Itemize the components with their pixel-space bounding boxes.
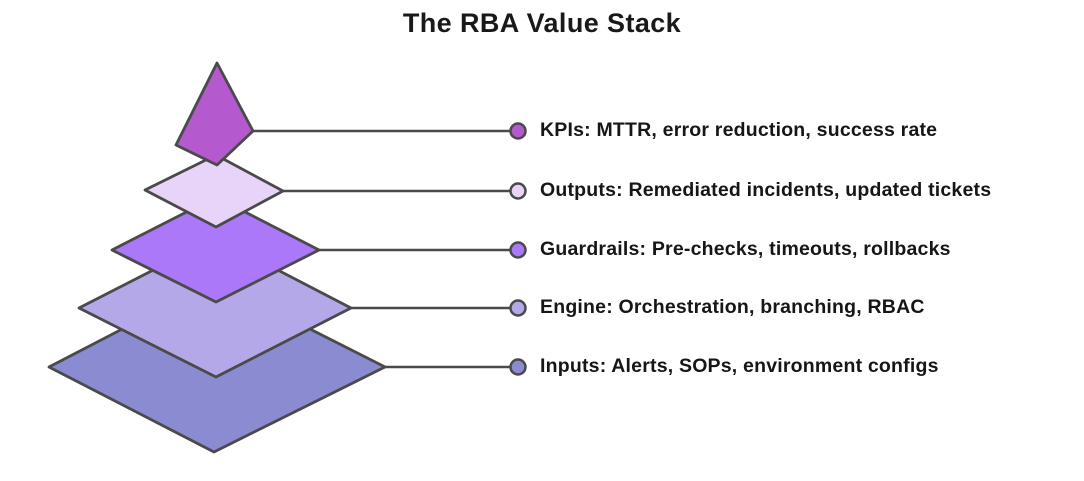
bullet-outputs xyxy=(509,182,527,200)
bullet-engine xyxy=(509,299,527,317)
bullet-guardrails xyxy=(509,241,527,259)
pyramid-layer-engine xyxy=(77,236,353,379)
label-inputs: Inputs: Alerts, SOPs, environment config… xyxy=(540,355,939,378)
bullet-inputs xyxy=(509,358,527,376)
pyramid-layer-kpis xyxy=(174,61,255,167)
label-guardrails: Guardrails: Pre-checks, timeouts, rollba… xyxy=(540,238,951,261)
bullet-markers xyxy=(509,122,527,376)
pyramid-layers xyxy=(47,61,387,454)
diagram-title: The RBA Value Stack xyxy=(402,8,682,38)
bullet-kpis xyxy=(509,122,527,140)
label-outputs: Outputs: Remediated incidents, updated t… xyxy=(540,179,992,202)
connector-lines xyxy=(253,129,518,369)
pyramid-layer-guardrails xyxy=(110,195,321,304)
label-engine: Engine: Orchestration, branching, RBAC xyxy=(540,296,925,319)
pyramid-layer-outputs xyxy=(143,153,285,229)
label-kpis: KPIs: MTTR, error reduction, success rat… xyxy=(540,119,938,142)
